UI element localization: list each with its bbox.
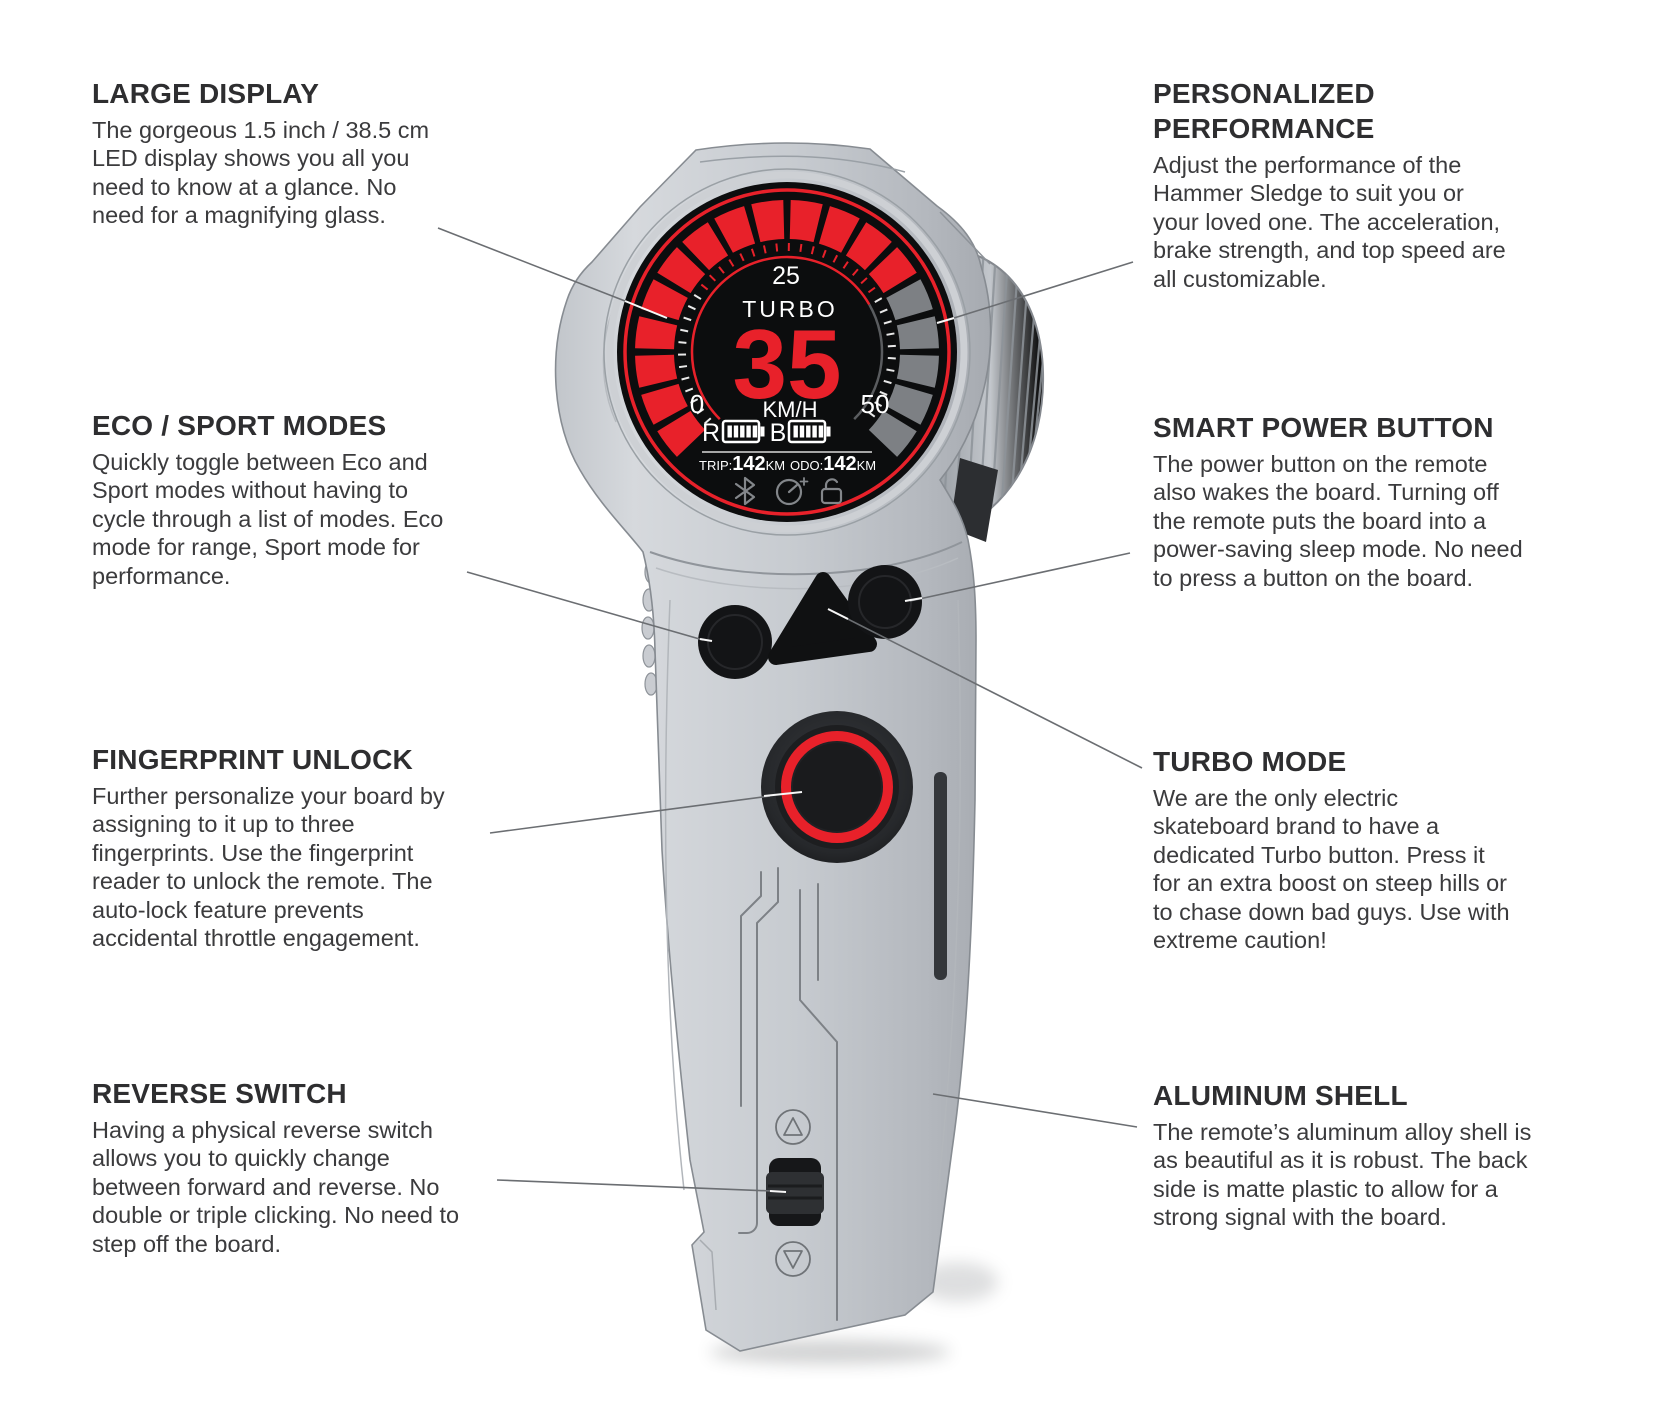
annotation-body: We are the only electric skateboard bran… — [1153, 784, 1623, 954]
annotation-fingerprint-unlock: FINGERPRINT UNLOCK Further personalize y… — [92, 742, 562, 952]
annotation-title: REVERSE SWITCH — [92, 1076, 562, 1111]
led-display: 25 TURBO 35 0 50 KM/H R B — [617, 182, 957, 522]
annotation-turbo-mode: TURBO MODE We are the only electric skat… — [1153, 744, 1623, 954]
remote-battery-label: R — [702, 419, 720, 447]
annotation-body: Quickly toggle between Eco and Sport mod… — [92, 448, 562, 590]
gauge-max-label: 50 — [861, 389, 890, 419]
annotation-body: The gorgeous 1.5 inch / 38.5 cm LED disp… — [92, 116, 562, 230]
gauge-mid-label: 25 — [772, 262, 800, 290]
annotation-eco-sport-modes: ECO / SPORT MODES Quickly toggle between… — [92, 408, 562, 590]
annotation-personalized-performance: PERSONALIZED PERFORMANCE Adjust the perf… — [1153, 76, 1623, 293]
annotation-title: FINGERPRINT UNLOCK — [92, 742, 562, 777]
annotation-title: SMART POWER BUTTON — [1153, 410, 1623, 445]
callout-line-aluminum — [933, 1094, 1137, 1127]
annotation-title: ALUMINUM SHELL — [1153, 1078, 1623, 1113]
annotation-body: The remote’s aluminum alloy shell is as … — [1153, 1118, 1623, 1232]
annotation-title: LARGE DISPLAY — [92, 76, 562, 111]
annotation-smart-power-button: SMART POWER BUTTON The power button on t… — [1153, 410, 1623, 592]
annotation-title: TURBO MODE — [1153, 744, 1623, 779]
board-battery-label: B — [770, 419, 787, 447]
gauge-min-label: 0 — [690, 389, 704, 419]
annotation-title: ECO / SPORT MODES — [92, 408, 562, 443]
annotation-reverse-switch: REVERSE SWITCH Having a physical reverse… — [92, 1076, 562, 1258]
annotation-body: The power button on the remote also wake… — [1153, 450, 1623, 592]
annotation-body: Having a physical reverse switch allows … — [92, 1116, 562, 1258]
annotation-body: Adjust the performance of the Hammer Sle… — [1153, 151, 1623, 293]
fingerprint-reader — [761, 711, 913, 863]
annotation-large-display: LARGE DISPLAY The gorgeous 1.5 inch / 38… — [92, 76, 562, 230]
annotation-body: Further personalize your board by assign… — [92, 782, 562, 952]
annotation-aluminum-shell: ALUMINUM SHELL The remote’s aluminum all… — [1153, 1078, 1623, 1232]
eco-sport-button — [698, 605, 772, 679]
side-grip-strip — [934, 772, 947, 980]
annotation-title: PERSONALIZED PERFORMANCE — [1153, 76, 1623, 146]
